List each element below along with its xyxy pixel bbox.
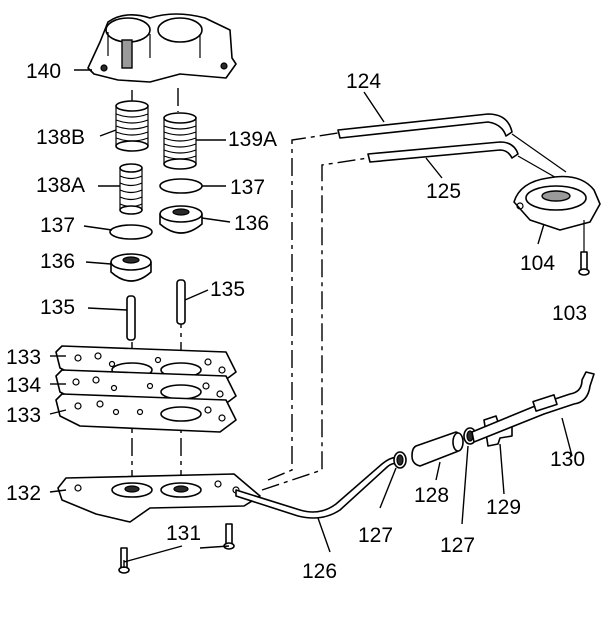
callout-137-right: 137 [230, 176, 265, 199]
part-125-tube [367, 141, 519, 163]
part-128-hose [411, 431, 464, 467]
leader-lines [49, 69, 573, 568]
callout-138b: 138B [36, 126, 85, 149]
callout-136-left: 136 [40, 250, 75, 273]
part-131-bolt-right [223, 523, 235, 550]
callout-134: 134 [6, 374, 41, 397]
part-135-pin-left [126, 295, 136, 341]
part-130-pipe [471, 371, 595, 443]
callout-140: 140 [26, 60, 61, 83]
callout-104: 104 [520, 252, 555, 275]
callout-127-right: 127 [440, 534, 475, 557]
callout-127-left: 127 [358, 524, 393, 547]
part-138b-spring [115, 100, 149, 152]
callout-139a: 139A [228, 128, 277, 151]
callout-labels: 140 138B 139A 138A 137 137 136 136 135 1… [6, 60, 587, 583]
callout-136-right: 136 [234, 212, 269, 235]
part-140-accumulator-housing [87, 13, 237, 83]
callout-126: 126 [302, 560, 337, 583]
part-138a-spring [119, 163, 143, 215]
part-136-piston-left [110, 253, 152, 282]
part-103-bolt [578, 220, 590, 276]
callout-103: 103 [552, 302, 587, 325]
part-133-gasket-bottom [55, 393, 237, 433]
callout-125: 125 [426, 180, 461, 203]
callout-133-bottom: 133 [6, 404, 41, 427]
callout-130: 130 [550, 448, 585, 471]
callout-124: 124 [346, 70, 381, 93]
callout-135-left: 135 [40, 296, 75, 319]
callout-131: 131 [166, 522, 201, 545]
callout-132: 132 [6, 482, 41, 505]
callout-133-top: 133 [6, 346, 41, 369]
part-126-tube [235, 456, 399, 519]
part-132-valve-body [57, 473, 261, 523]
callout-128: 128 [414, 484, 449, 507]
callout-137-left: 137 [40, 214, 75, 237]
part-137-seal-left [109, 224, 153, 240]
part-124-tube [337, 113, 513, 139]
callout-129: 129 [486, 496, 521, 519]
part-135-pin-right [176, 279, 186, 325]
part-136-piston-right [159, 205, 203, 234]
callout-135-right: 135 [210, 278, 245, 301]
callout-138a: 138A [36, 174, 85, 197]
part-139a-spring [163, 112, 197, 170]
part-104-cover [513, 175, 601, 231]
part-127-clamp-left [393, 451, 407, 469]
part-137-seal-right [159, 178, 203, 194]
